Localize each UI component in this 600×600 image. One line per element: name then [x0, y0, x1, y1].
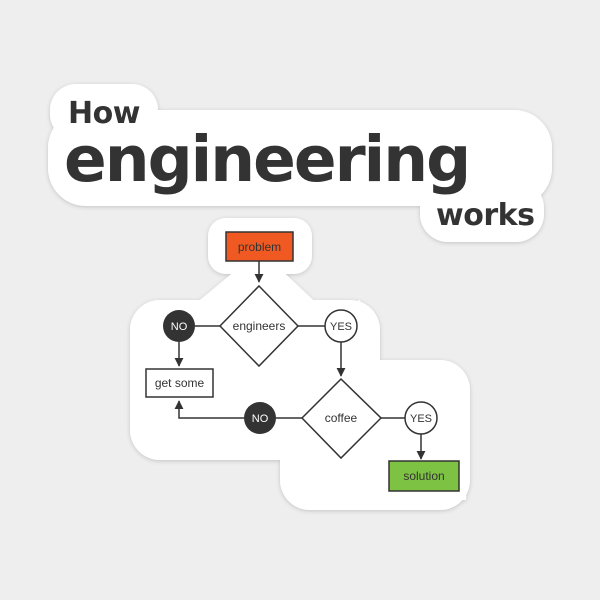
solution-box: [388, 460, 460, 492]
problem-label: problem: [238, 240, 281, 254]
coffee-diamond: [300, 377, 383, 460]
no-circle-1: [163, 310, 195, 342]
problem-box: [225, 231, 294, 262]
title-how: How: [68, 96, 140, 131]
engineers-diamond: [218, 284, 300, 368]
title-engineering: engineering: [64, 123, 471, 196]
yes-label-1: YES: [330, 321, 352, 333]
connectors: [174, 261, 426, 460]
edge-no-getsome-return: [174, 400, 244, 419]
yes-circle-1: [324, 309, 358, 343]
get-some-label: get some: [155, 376, 205, 390]
title-works: works: [436, 198, 535, 233]
solution-label: solution: [403, 469, 444, 483]
coffee-label: coffee: [325, 411, 358, 425]
no-label-2: NO: [252, 413, 269, 425]
no-label-1: NO: [171, 321, 188, 333]
get-some-box: [145, 368, 214, 398]
yes-circle-2: [404, 401, 438, 435]
no-circle-2: [244, 402, 276, 434]
engineers-label: engineers: [233, 319, 286, 333]
yes-label-2: YES: [410, 413, 432, 425]
